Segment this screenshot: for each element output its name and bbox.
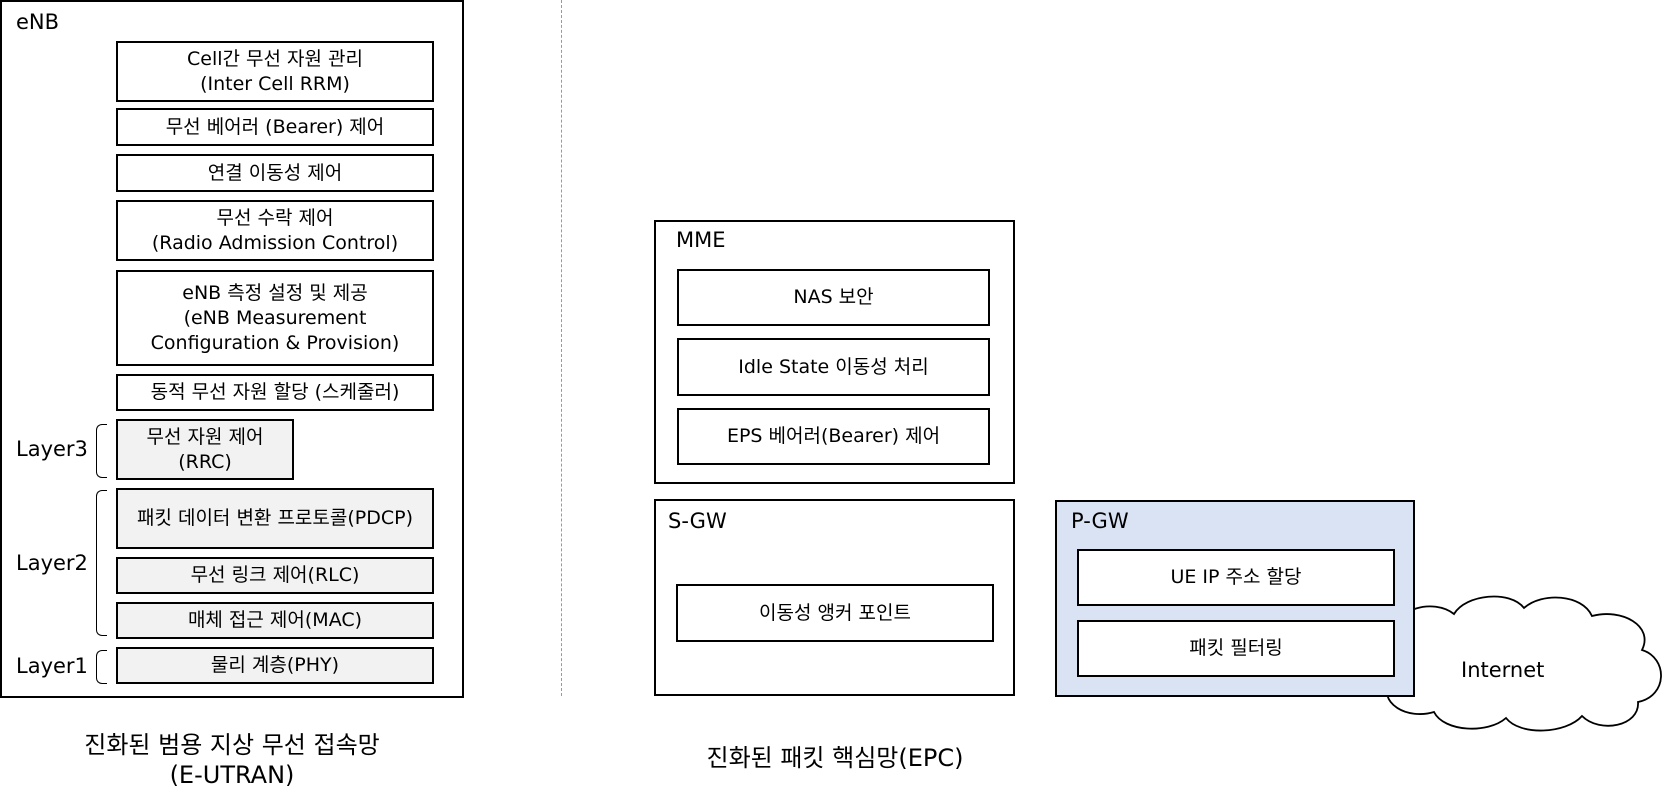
enb-function-radio-bearer-control: 무선 베어러 (Bearer) 제어 [116, 108, 434, 146]
enb-title: eNB [16, 10, 60, 34]
eutran-caption: 진화된 범용 지상 무선 접속망 (E-UTRAN) [84, 731, 380, 789]
pgw-title: P-GW [1071, 509, 1129, 533]
layer3-brace [96, 424, 107, 478]
mme-idle-state-mobility: Idle State 이동성 처리 [677, 338, 990, 396]
enb-function-inter-cell-rrm: Cell간 무선 자원 관리 (Inter Cell RRM) [116, 41, 434, 102]
mme-nas-security: NAS 보안 [677, 269, 990, 326]
pgw-packet-filtering: 패킷 필터링 [1077, 620, 1395, 677]
enb-function-radio-admission-control: 무선 수락 제어 (Radio Admission Control) [116, 200, 434, 261]
mme-title: MME [676, 228, 726, 252]
layer1-label: Layer1 [16, 654, 88, 678]
internet-label: Internet [1461, 658, 1545, 682]
sgw-mobility-anchor: 이동성 앵커 포인트 [676, 584, 994, 642]
layer3-rrc: 무선 자원 제어 (RRC) [116, 419, 294, 480]
layer2-pdcp: 패킷 데이터 변환 프로토콜(PDCP) [116, 488, 434, 549]
enb-function-measurement-config: eNB 측정 설정 및 제공 (eNB Measurement Configur… [116, 270, 434, 366]
layer2-mac: 매체 접근 제어(MAC) [116, 602, 434, 639]
enb-function-connection-mobility-control: 연결 이동성 제어 [116, 154, 434, 192]
epc-caption: 진화된 패킷 핵심망(EPC) [706, 744, 964, 772]
layer2-rlc: 무선 링크 제어(RLC) [116, 557, 434, 594]
internet-cloud-icon [1374, 595, 1662, 732]
enb-function-scheduler: 동적 무선 자원 할당 (스케줄러) [116, 374, 434, 411]
layer1-phy: 물리 계층(PHY) [116, 647, 434, 684]
layer2-brace [96, 490, 107, 636]
mme-eps-bearer-control: EPS 베어러(Bearer) 제어 [677, 408, 990, 465]
layer3-label: Layer3 [16, 437, 88, 461]
section-separator [561, 0, 562, 696]
sgw-title: S-GW [668, 509, 727, 533]
pgw-ue-ip-allocation: UE IP 주소 할당 [1077, 549, 1395, 606]
layer2-label: Layer2 [16, 551, 88, 575]
layer1-brace [96, 650, 107, 684]
